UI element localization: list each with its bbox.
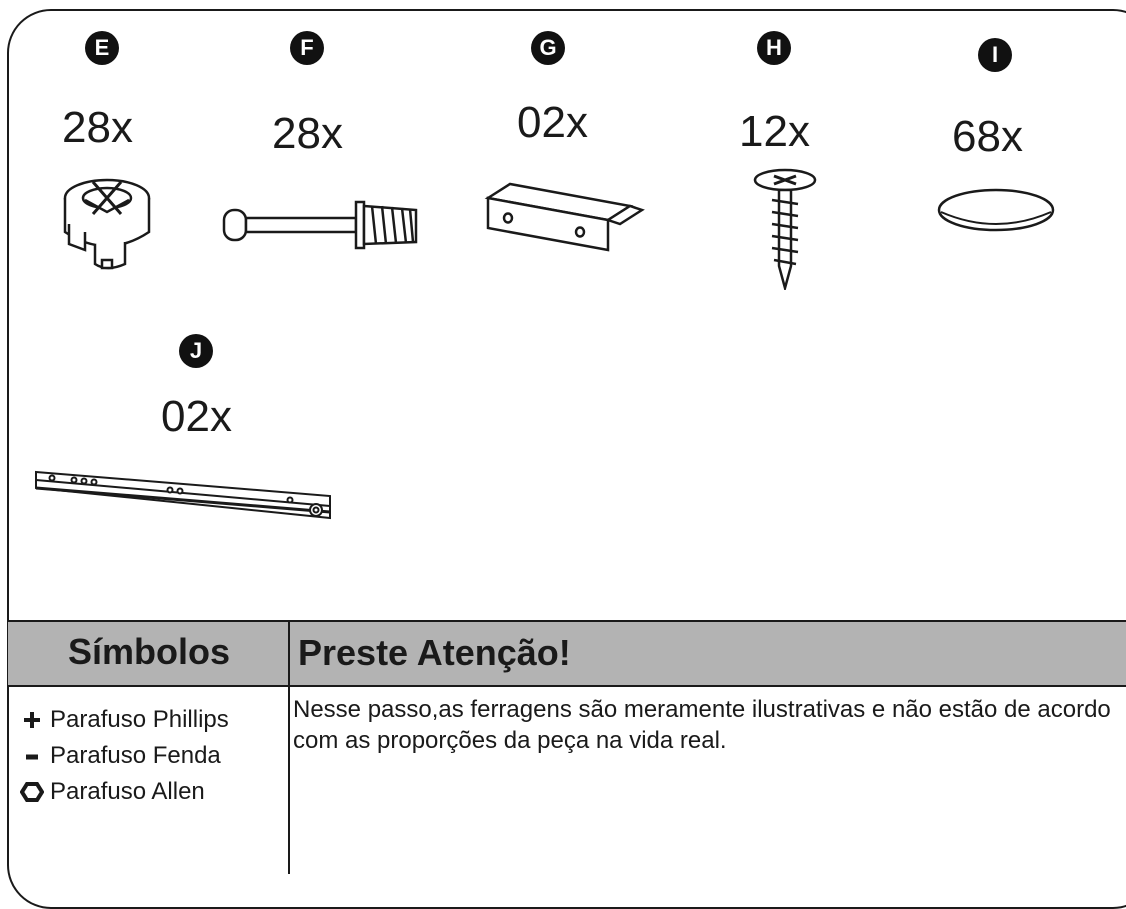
part-h-quantity: 12x bbox=[739, 107, 810, 156]
part-e-quantity: 28x bbox=[62, 103, 133, 152]
cam-bolt-icon bbox=[222, 200, 418, 250]
minus-icon bbox=[26, 754, 38, 760]
attention-text: Nesse passo,as ferragens são meramente i… bbox=[293, 696, 1111, 754]
part-e-badge: E bbox=[85, 31, 119, 65]
symbol-item-phillips: Parafuso Phillips bbox=[20, 702, 229, 738]
attention-heading: Preste Atenção! bbox=[298, 632, 571, 673]
table-column-divider bbox=[288, 620, 290, 874]
part-j-quantity: 02x bbox=[161, 392, 232, 441]
symbols-list: Parafuso Phillips Parafuso Fenda Parafus… bbox=[20, 702, 229, 810]
part-i-badge: I bbox=[978, 38, 1012, 72]
symbol-label: Parafuso Phillips bbox=[50, 706, 229, 733]
round-cover-cap-icon bbox=[937, 188, 1055, 232]
part-g-quantity: 02x bbox=[517, 98, 588, 147]
angle-bracket-icon bbox=[484, 182, 645, 252]
hexagon-icon bbox=[20, 782, 44, 802]
symbol-item-allen: Parafuso Allen bbox=[20, 774, 229, 810]
symbols-heading: Símbolos bbox=[67, 631, 231, 672]
plus-icon bbox=[24, 712, 40, 728]
symbol-label: Parafuso Allen bbox=[50, 778, 205, 805]
part-g-badge: G bbox=[531, 31, 565, 65]
table-header-band bbox=[8, 620, 1126, 687]
part-i-quantity: 68x bbox=[952, 112, 1023, 161]
symbol-item-fenda: Parafuso Fenda bbox=[20, 738, 229, 774]
symbol-label: Parafuso Fenda bbox=[50, 742, 221, 769]
part-h-badge: H bbox=[757, 31, 791, 65]
drawer-slide-icon bbox=[35, 470, 331, 520]
cam-lock-icon bbox=[63, 178, 151, 270]
part-j-badge: J bbox=[179, 334, 213, 368]
part-f-quantity: 28x bbox=[272, 109, 343, 158]
part-f-badge: F bbox=[290, 31, 324, 65]
phillips-screw-icon bbox=[753, 168, 817, 290]
